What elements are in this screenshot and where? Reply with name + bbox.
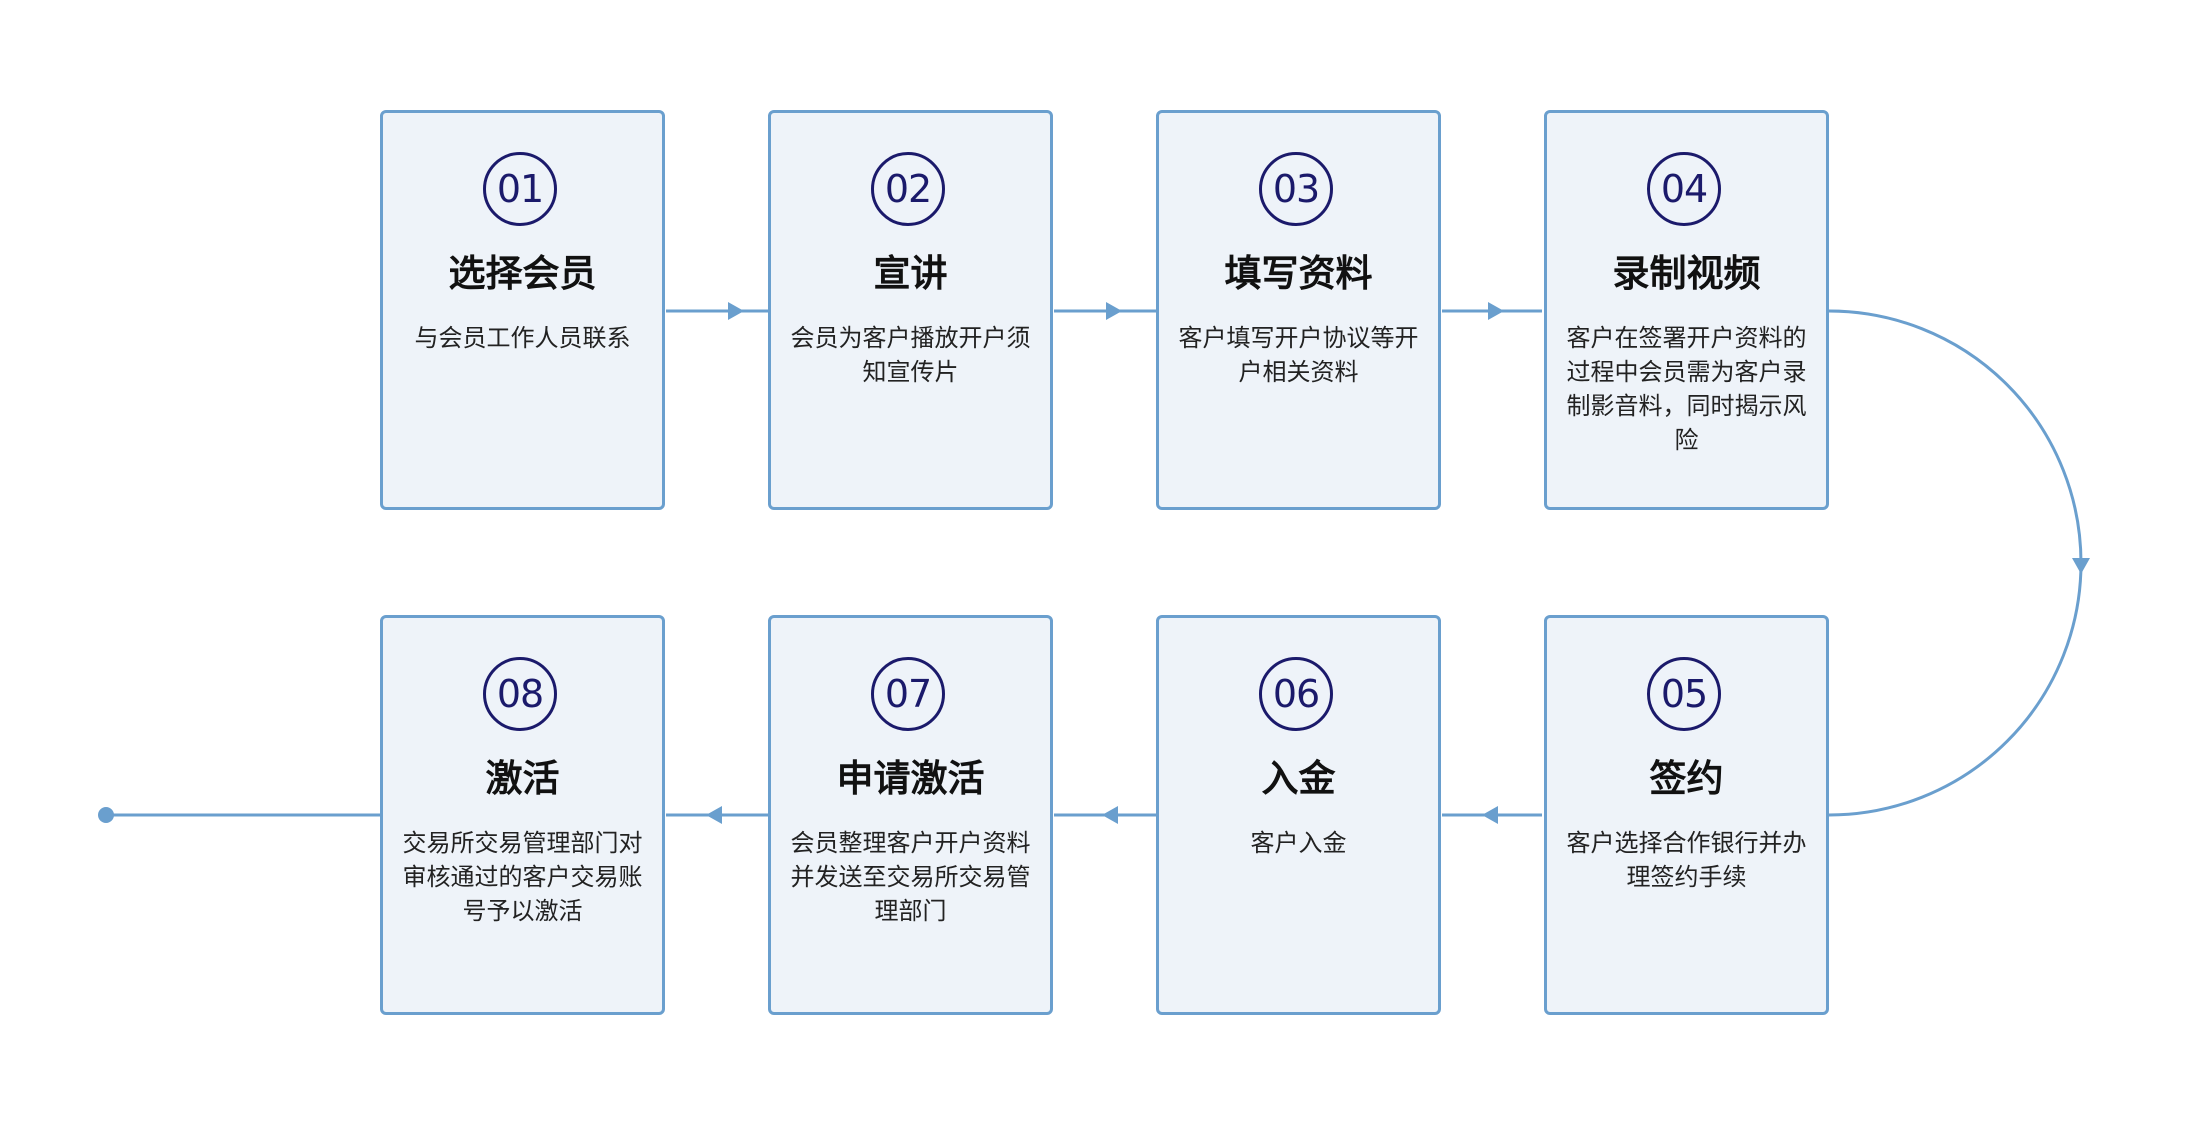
- step-number-badge: 07: [871, 657, 945, 731]
- step-title: 选择会员: [448, 252, 597, 295]
- step-description: 客户选择合作银行并办理签约手续: [1566, 829, 1807, 891]
- arrow-right-icon: [1106, 302, 1122, 320]
- step-card-08: 08 激活 交易所交易管理部门对审核通过的客户交易账号予以激活: [380, 615, 665, 1015]
- step-card-04: 04 录制视频 客户在签署开户资料的过程中会员需为客户录制影音料，同时揭示风险: [1544, 110, 1829, 510]
- arrow-left-icon: [706, 806, 722, 824]
- step-title: 录制视频: [1612, 252, 1761, 295]
- arrow-left-icon: [1102, 806, 1118, 824]
- step-description: 客户入金: [1250, 829, 1347, 857]
- arrow-right-icon: [1488, 302, 1504, 320]
- step-description: 会员整理客户开户资料并发送至交易所交易管理部门: [790, 829, 1031, 925]
- step-card-01: 01 选择会员 与会员工作人员联系: [380, 110, 665, 510]
- arrow-left-icon: [1482, 806, 1498, 824]
- step-title: 激活: [485, 757, 560, 800]
- step-card-02: 02 宣讲 会员为客户播放开户须知宣传片: [768, 110, 1053, 510]
- step-number-badge: 04: [1647, 152, 1721, 226]
- arrow-right-icon: [728, 302, 744, 320]
- step-card-07: 07 申请激活 会员整理客户开户资料并发送至交易所交易管理部门: [768, 615, 1053, 1015]
- step-description: 客户在签署开户资料的过程中会员需为客户录制影音料，同时揭示风险: [1566, 324, 1807, 454]
- step-number-badge: 01: [483, 152, 557, 226]
- step-card-05: 05 签约 客户选择合作银行并办理签约手续: [1544, 615, 1829, 1015]
- step-number-badge: 03: [1259, 152, 1333, 226]
- step-description: 与会员工作人员联系: [414, 324, 631, 352]
- step-title: 宣讲: [873, 252, 948, 295]
- step-number-badge: 08: [483, 657, 557, 731]
- step-number-badge: 02: [871, 152, 945, 226]
- step-description: 客户填写开户协议等开户相关资料: [1178, 324, 1419, 386]
- step-number-badge: 06: [1259, 657, 1333, 731]
- step-title: 签约: [1649, 757, 1724, 800]
- step-title: 填写资料: [1224, 252, 1373, 295]
- step-card-03: 03 填写资料 客户填写开户协议等开户相关资料: [1156, 110, 1441, 510]
- step-number-badge: 05: [1647, 657, 1721, 731]
- step-title: 申请激活: [836, 757, 985, 800]
- step-description: 交易所交易管理部门对审核通过的客户交易账号予以激活: [402, 829, 643, 925]
- step-card-06: 06 入金 客户入金: [1156, 615, 1441, 1015]
- step-description: 会员为客户播放开户须知宣传片: [790, 324, 1031, 386]
- arrow-down-icon: [2072, 558, 2090, 574]
- flow-end-dot: [98, 807, 114, 823]
- step-title: 入金: [1261, 757, 1336, 800]
- connector-04-05-curve: [1828, 309, 2083, 817]
